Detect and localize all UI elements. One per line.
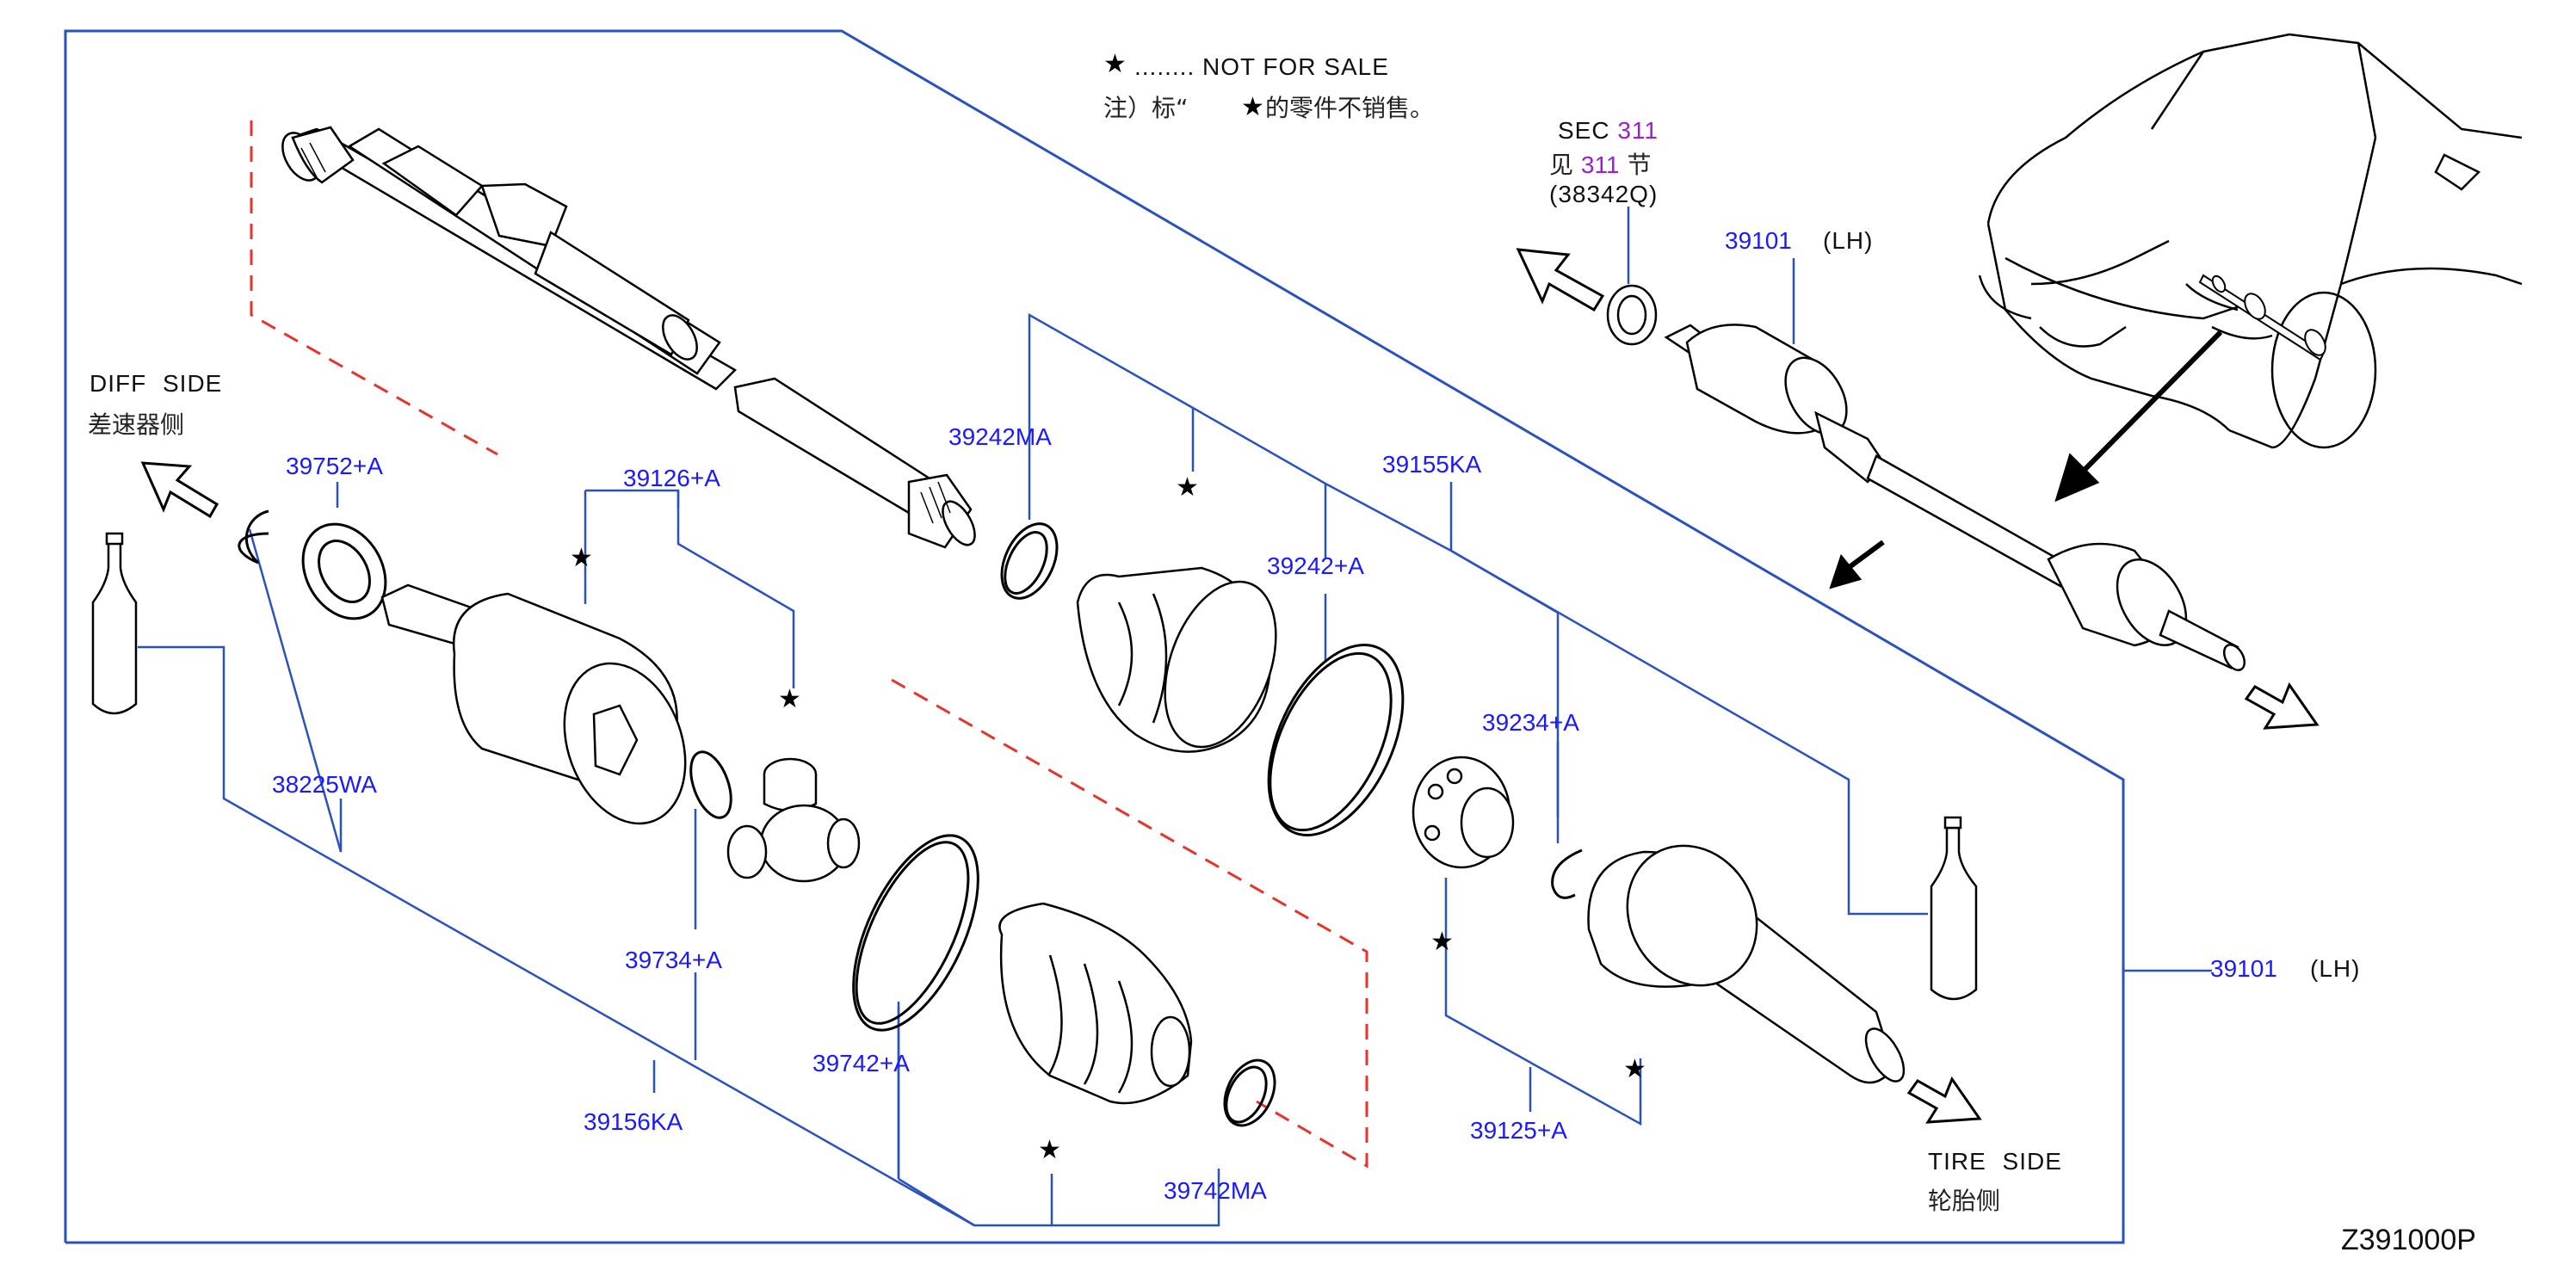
star-ball-cage: ★ (1430, 927, 1454, 957)
boot-band-39242 (1267, 643, 1405, 837)
circlip-39234 (1551, 848, 1583, 899)
grease-bottle-left (91, 532, 138, 715)
dashed-guides (250, 120, 1368, 1169)
vehicle-outline (1978, 33, 2523, 449)
tripod-joint (726, 757, 861, 883)
outer-joint (1587, 844, 1906, 1084)
label-38225[interactable]: 38225WA (272, 771, 377, 798)
boot-band-small (1223, 1058, 1276, 1127)
label-39742[interactable]: 39742+A (812, 1050, 910, 1077)
tire-side-label-cn: 轮胎侧 (1928, 1187, 2001, 1215)
star-inner-boot: ★ (1038, 1135, 1061, 1165)
not-for-sale-note: ........ NOT FOR SALE (1134, 53, 1389, 80)
label-39125[interactable]: 39125+A (1470, 1117, 1567, 1144)
circlip-38225 (238, 509, 269, 564)
label-lh-right: (LH) (2310, 955, 2361, 982)
sec-cn-number: 311 (1580, 151, 1620, 178)
inner-boot (998, 902, 1193, 1105)
direction-arrows (1829, 330, 2223, 589)
section-label-cn: 见 311 节 (1549, 153, 1651, 177)
ball-cage (1412, 756, 1515, 869)
label-39101-top[interactable]: 39101 (1725, 227, 1792, 254)
leader-lines (138, 207, 2212, 1227)
sec-text: SEC (1558, 117, 1610, 144)
sec-arrow-icon (1516, 248, 1605, 312)
star-39126-tripod: ★ (778, 684, 801, 714)
star-39126-housing: ★ (570, 543, 593, 573)
oil-seal (301, 522, 387, 620)
label-39156[interactable]: 39156KA (584, 1108, 683, 1135)
drive-shaft-assembly (1606, 284, 2246, 671)
boot-band-39242ma (1000, 522, 1059, 600)
tire-side-arrow-icon (1906, 682, 2320, 1124)
section-part-ref: (38342Q) (1549, 181, 1659, 207)
vehicle-shaft (2198, 274, 2326, 361)
sec-cn-prefix: 见 (1549, 151, 1574, 179)
assembly-frame (64, 29, 2125, 1244)
label-39242ma[interactable]: 39242MA (948, 423, 1052, 450)
section-label: SEC 311 (1558, 119, 1659, 143)
inner-joint-housing (380, 583, 687, 825)
label-39734[interactable]: 39734+A (625, 947, 722, 973)
cn-note-suffix: 的零件不销售。 (1265, 94, 1435, 122)
diagram-code: Z391000P (2341, 1224, 2476, 1256)
label-lh-top: (LH) (1823, 227, 1874, 254)
intermediate-shaft (281, 126, 976, 549)
boot-band-large (852, 834, 979, 1032)
grease-bottle-right (1930, 816, 1978, 1001)
diff-side-arrow-icon (140, 461, 219, 519)
sec-cn-suffix: 节 (1627, 151, 1652, 179)
snap-ring (689, 750, 732, 819)
diff-side-label-cn: 差速器侧 (88, 410, 185, 439)
tire-side-label: TIRE SIDE (1928, 1148, 2062, 1175)
cn-note-prefix: 注）标“ (1103, 94, 1189, 122)
label-39126[interactable]: 39126+A (623, 465, 720, 491)
label-39742ma[interactable]: 39742MA (1164, 1177, 1267, 1204)
label-39155[interactable]: 39155KA (1382, 451, 1482, 478)
star-note-icon: ★ (1241, 92, 1264, 122)
label-39234[interactable]: 39234+A (1482, 709, 1579, 736)
star-outer-joint: ★ (1623, 1054, 1646, 1084)
sec-number: 311 (1617, 117, 1659, 144)
diff-side-label: DIFF SIDE (90, 370, 223, 397)
label-39752[interactable]: 39752+A (286, 453, 383, 479)
label-39242[interactable]: 39242+A (1267, 552, 1364, 579)
outer-boot (1076, 566, 1277, 753)
star-legend-icon: ★ (1103, 49, 1127, 79)
star-outer-boot: ★ (1176, 472, 1199, 503)
label-39101-right[interactable]: 39101 (2210, 955, 2277, 982)
